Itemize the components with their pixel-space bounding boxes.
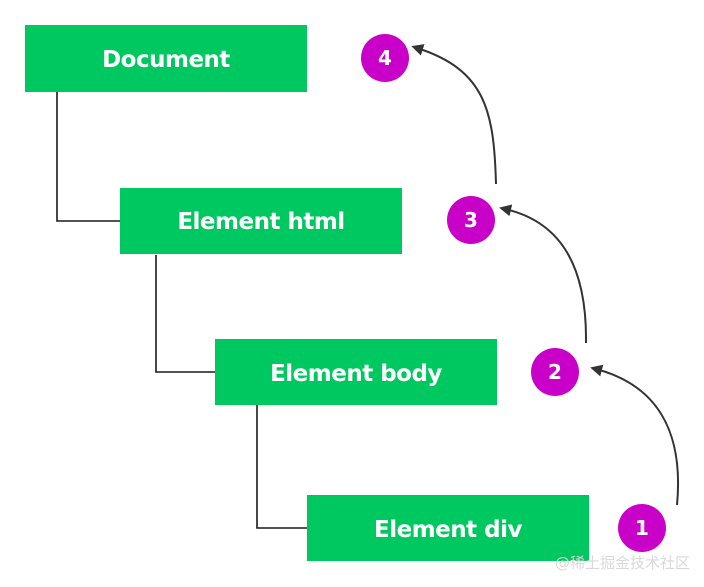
arrow-step-2-to-3: [499, 204, 588, 344]
bubbling-arrows: [411, 44, 679, 506]
step-label-4: 4: [378, 46, 392, 70]
connector-body-to-div: [256, 405, 307, 529]
tree-connectors: [56, 92, 307, 529]
step-label-1: 1: [635, 516, 649, 540]
node-label-document: Document: [102, 47, 230, 73]
step-circle-3: 3: [447, 196, 495, 244]
node-element-body: Element body: [215, 339, 497, 405]
step-label-2: 2: [548, 360, 562, 384]
step-circle-4: 4: [361, 34, 409, 82]
step-circle-1: 1: [618, 504, 666, 552]
connector-html-to-body: [155, 255, 215, 373]
node-label-element-html: Element html: [177, 209, 344, 235]
connector-document-to-html: [56, 92, 120, 222]
watermark: @稀土掘金技术社区: [554, 554, 690, 572]
node-element-html: Element html: [120, 188, 402, 254]
node-label-element-div: Element div: [374, 517, 522, 543]
arrow-step-1-to-2: [590, 364, 679, 506]
step-label-3: 3: [464, 208, 478, 232]
arrow-step-3-to-4: [411, 44, 497, 185]
step-circle-2: 2: [531, 348, 579, 396]
node-document: Document: [25, 25, 307, 92]
node-label-element-body: Element body: [270, 361, 442, 387]
node-element-div: Element div: [307, 495, 589, 561]
